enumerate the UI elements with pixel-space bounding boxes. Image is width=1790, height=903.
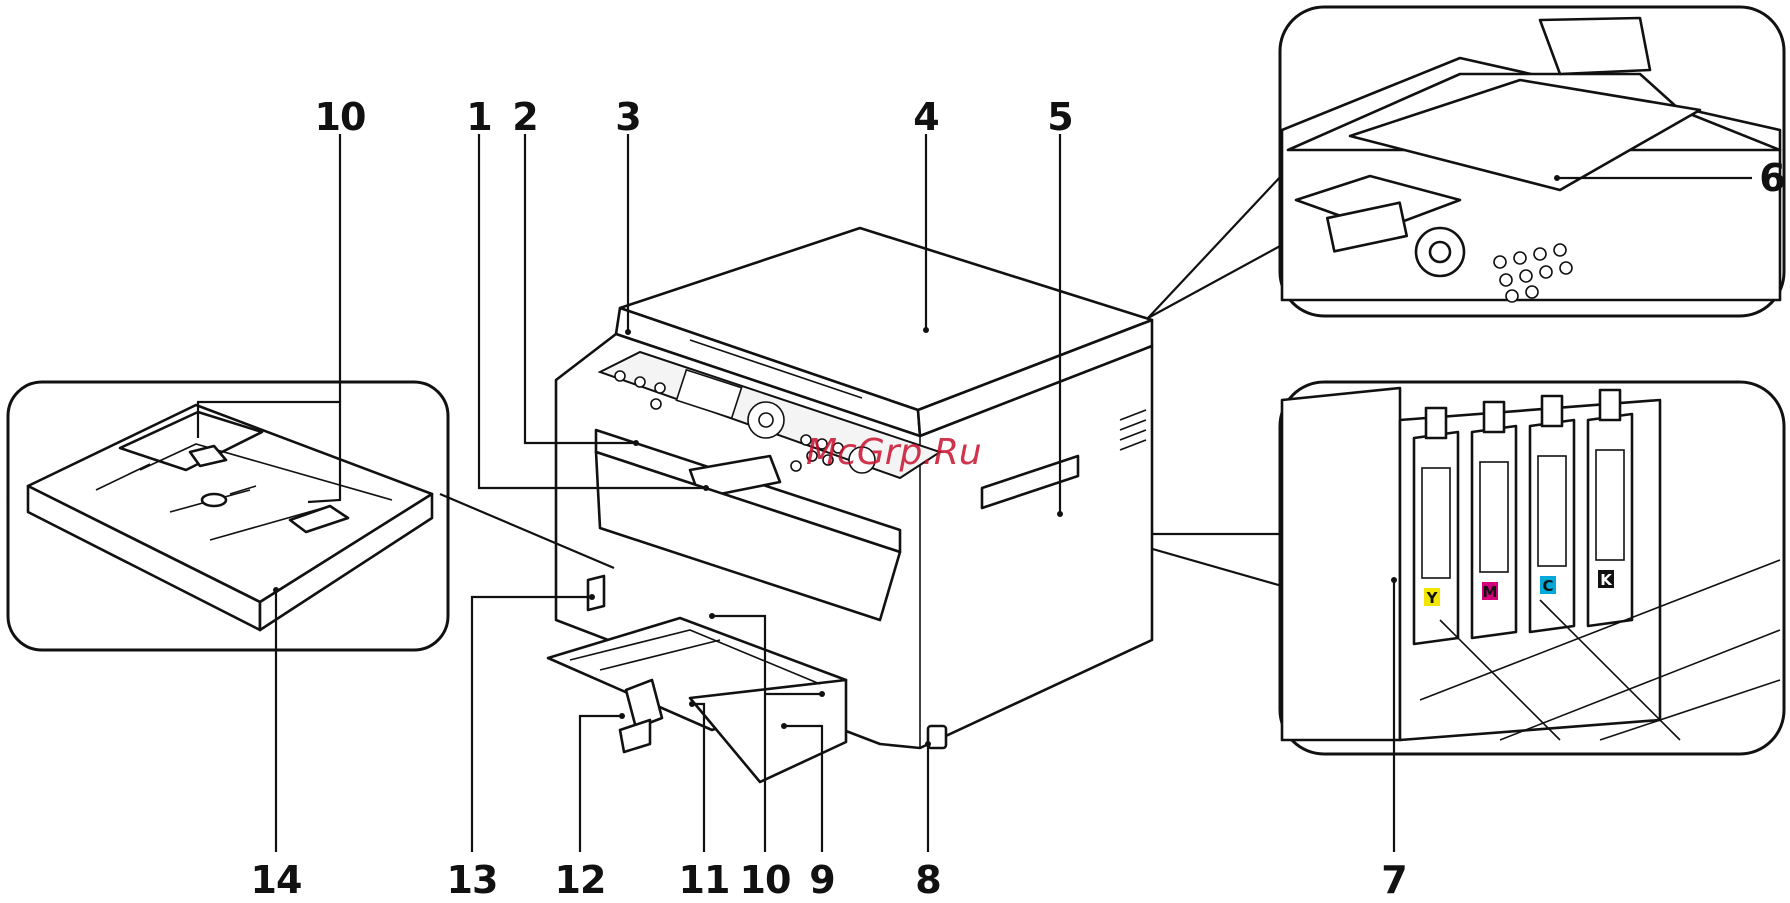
callout-7: 7 (1381, 858, 1406, 902)
toner-cartridge-m: M (1472, 402, 1516, 638)
callout-10-inset: 10 (315, 95, 366, 139)
callout-12: 12 (555, 858, 606, 902)
callout-3: 3 (615, 95, 640, 139)
callout-11: 11 (679, 858, 730, 902)
callout-8: 8 (915, 858, 940, 902)
callout-6: 6 (1759, 156, 1784, 200)
toner-label-c: C (1542, 577, 1553, 595)
inset-feeder-tray (8, 134, 448, 852)
inset-scanner-glass (1148, 7, 1784, 318)
callout-9: 9 (809, 858, 834, 902)
inset-toner-bay: Y M C K (1100, 382, 1784, 852)
callout-2: 2 (512, 95, 537, 139)
toner-cartridge-k: K (1588, 390, 1632, 626)
toner-cartridge-y: Y (1414, 408, 1458, 644)
callout-14: 14 (251, 858, 302, 902)
callout-4: 4 (913, 95, 938, 139)
callout-1: 1 (466, 95, 491, 139)
toner-label-m: M (1483, 583, 1498, 601)
callout-10-tray: 10 (740, 858, 791, 902)
callout-13: 13 (447, 858, 498, 902)
printer-main (440, 228, 1152, 782)
toner-cartridge-c: C (1530, 396, 1574, 632)
toner-label-k: K (1600, 571, 1613, 589)
callout-5: 5 (1047, 95, 1072, 139)
toner-label-y: Y (1426, 589, 1439, 607)
watermark: McGrp.Ru (806, 432, 982, 473)
